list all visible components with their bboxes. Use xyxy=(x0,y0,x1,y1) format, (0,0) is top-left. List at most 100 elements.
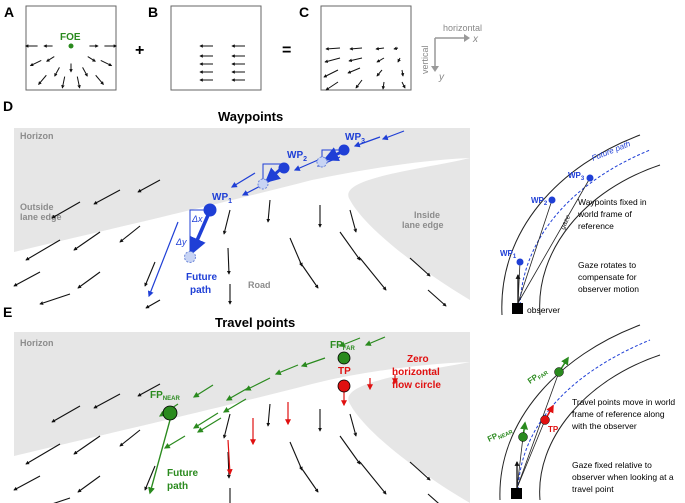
panel-b: B xyxy=(148,4,262,91)
radial-flow-arrow xyxy=(61,76,66,89)
road-flow-arrow xyxy=(289,237,303,267)
combined-flow-arrow xyxy=(347,67,361,74)
travel-note2-line2: observer when looking at a xyxy=(572,472,674,482)
road-flow-arrow xyxy=(137,179,161,193)
combined-flow-arrow xyxy=(375,46,385,51)
side-fp-far-label: FPFAR xyxy=(526,366,550,387)
panel-letter-d: D xyxy=(3,98,13,114)
combined-flow-arrow xyxy=(349,47,363,51)
radial-flow-arrow xyxy=(95,74,104,85)
road-flow-arrow xyxy=(299,465,319,493)
road-flow-arrow xyxy=(13,271,41,287)
road-flow-arrow xyxy=(73,435,101,455)
radial-flow-arrow xyxy=(76,76,81,89)
combined-flow-arrow xyxy=(376,57,385,63)
combined-flow-arrow xyxy=(400,69,405,77)
fp-near-marker xyxy=(162,405,178,421)
radial-flow-arrow xyxy=(54,67,60,77)
wp2-marker xyxy=(278,162,290,174)
road-flow-arrow xyxy=(93,393,121,409)
combined-flow-arrow xyxy=(325,81,339,91)
travel-red-arrows xyxy=(226,374,398,476)
road-flow-arrow xyxy=(51,201,81,219)
inside-lane-label-2: lane edge xyxy=(402,220,444,230)
tp-marker xyxy=(337,379,351,393)
uniform-flow-field xyxy=(199,44,245,82)
panel-a: A FOE xyxy=(4,4,118,91)
outside-lane-label-1: Outside xyxy=(20,202,54,212)
panel-e: E Travel points Horizon xyxy=(3,304,675,503)
road-flow-arrow xyxy=(339,231,361,261)
waypoints-title: Waypoints xyxy=(218,109,283,124)
road-flow-arrow xyxy=(39,293,71,305)
road-flow-arrow xyxy=(73,231,101,251)
travel-points-title: Travel points xyxy=(215,315,295,330)
fp-far-marker xyxy=(337,351,351,365)
road-flow-arrow xyxy=(409,257,431,277)
road-label: Road xyxy=(248,280,271,290)
road-flow-arrow xyxy=(25,443,61,465)
travel-note1-line1: Travel points move in world xyxy=(572,397,675,407)
combined-flow-arrow xyxy=(381,81,386,90)
road-flow-arrow xyxy=(93,189,121,205)
road-flow-arrow xyxy=(137,383,161,397)
combined-flow-arrow xyxy=(397,57,401,63)
combined-flow-arrow xyxy=(393,46,399,51)
travel-future-path-1: Future xyxy=(167,468,199,479)
waypoint-geometry xyxy=(184,144,350,263)
road-flow-arrow xyxy=(359,257,387,291)
side-note1-line2: world frame of xyxy=(577,209,632,219)
waypoint-blue-arrows xyxy=(147,130,405,298)
zero-flow-label-2: horizontal xyxy=(392,367,440,378)
plus-sign: + xyxy=(135,42,144,59)
road-flow-arrow xyxy=(222,209,231,235)
combined-flow-arrow xyxy=(325,47,341,51)
axis-y-arrow xyxy=(431,66,439,72)
panel-d: D Waypoints Horizon Outside lane edge In… xyxy=(3,98,661,316)
panel-letter-c: C xyxy=(299,4,309,20)
zero-flow-label-3: flow circle xyxy=(392,380,441,391)
travel-note1-line3: with the observer xyxy=(571,421,637,431)
horizon-label: Horizon xyxy=(20,131,54,141)
radial-flow-field xyxy=(24,44,118,89)
side-note2-line2: compensate for xyxy=(578,272,637,282)
road-flow-arrow xyxy=(226,247,231,275)
axis-x-arrow xyxy=(464,34,470,42)
radial-flow-arrow xyxy=(100,59,113,67)
side-wp3-label: WP3 xyxy=(568,171,585,182)
zero-flow-label-1: Zero xyxy=(407,354,429,365)
road-flow-arrow xyxy=(53,497,71,503)
side-tp-label: TP xyxy=(548,425,559,434)
foe-point xyxy=(68,43,74,49)
fp-near-label: FPNEAR xyxy=(150,390,180,402)
foe-label: FOE xyxy=(60,32,81,43)
future-path-label-2: path xyxy=(190,285,211,296)
side-wp2-label: WP2 xyxy=(531,196,548,207)
road-flow-arrow xyxy=(427,493,439,503)
road-flow-arrow xyxy=(145,299,161,309)
road-flow-arrow xyxy=(349,413,358,437)
road-flow-arrow xyxy=(144,465,156,491)
road-flow-arrow xyxy=(119,429,141,447)
combined-flow-arrow xyxy=(376,69,383,77)
side-gaze-label: gaze xyxy=(559,214,572,231)
fp-far-label: FPFAR xyxy=(330,340,355,352)
road-flow-arrow xyxy=(25,239,61,261)
travel-future-path-2: path xyxy=(167,481,188,492)
axis-vertical-label: vertical xyxy=(420,45,430,74)
radial-flow-arrow xyxy=(82,67,88,77)
combined-flow-arrow xyxy=(355,79,363,89)
side-wp1-label: WP1 xyxy=(500,249,517,260)
road-flow-arrow xyxy=(266,199,271,223)
dx-label: Δx xyxy=(191,214,203,224)
road-flow-arrow xyxy=(222,413,231,439)
road-flow-arrow xyxy=(289,441,303,471)
axis-horizontal-label: horizontal xyxy=(443,23,482,33)
waypoint-side-diagram: Future path gaze WP3 WP2 WP1 observer Wa… xyxy=(500,134,661,316)
travel-note1-line2: frame of reference along xyxy=(572,409,665,419)
inside-lane-region xyxy=(348,158,470,300)
road-flow-arrow xyxy=(359,461,387,495)
road-flow-arrow xyxy=(51,405,81,423)
road-flow-arrow xyxy=(299,261,319,289)
radial-flow-arrow xyxy=(38,74,47,85)
